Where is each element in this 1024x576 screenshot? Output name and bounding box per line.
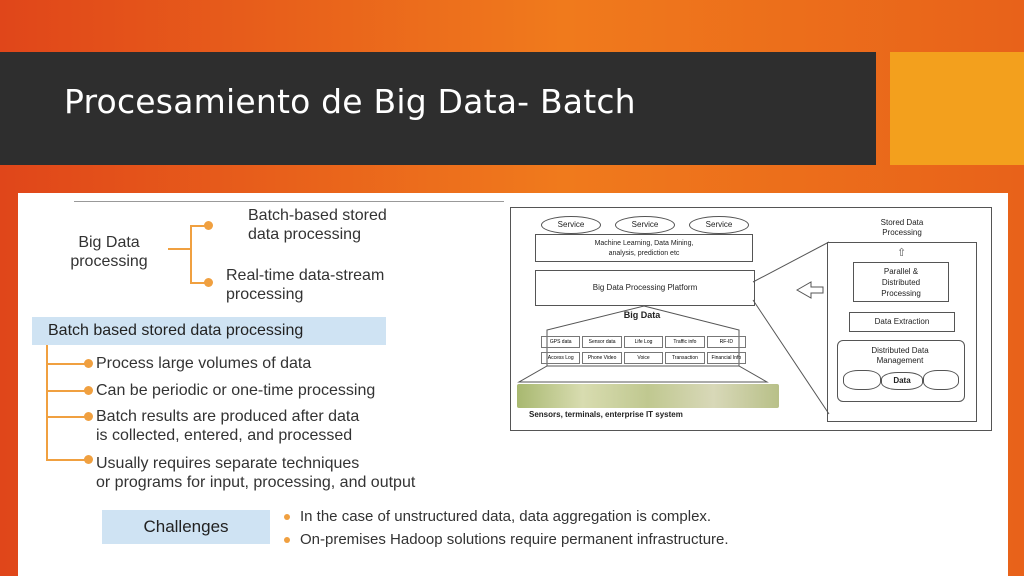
source-cell: Phone Video <box>582 352 622 364</box>
connector-lines <box>752 241 830 415</box>
tree-branch-batch: Batch-based stored data processing <box>248 207 387 243</box>
bullet-dot <box>84 455 93 464</box>
source-cell: Sensor data <box>582 336 622 348</box>
source-cell: RF-ID <box>706 336 747 348</box>
source-cell: Voice <box>623 352 664 364</box>
bullet-dot <box>84 359 93 368</box>
title-band: Procesamiento de Big Data- Batch <box>0 52 876 165</box>
data-label: Data <box>881 372 923 390</box>
tree-connector <box>168 248 190 250</box>
source-cell: Access Log <box>541 352 581 364</box>
bullet-trunk <box>46 345 48 459</box>
tree-trunk <box>190 225 192 283</box>
bigdata-label: Big Data <box>623 310 661 320</box>
bullet-connector <box>46 390 88 392</box>
challenges-label: Challenges <box>102 510 270 544</box>
extraction-box: Data Extraction <box>849 312 955 332</box>
data-cylinder <box>843 370 881 390</box>
source-cell: GPS data <box>541 336 581 348</box>
challenge-bullet <box>284 514 290 520</box>
architecture-diagram: Service Service Service Machine Learning… <box>510 207 992 431</box>
slide-title: Procesamiento de Big Data- Batch <box>64 82 636 121</box>
ml-box: Machine Learning, Data Mining, analysis,… <box>535 234 753 262</box>
bullet-item: Can be periodic or one-time processing <box>96 382 376 399</box>
parallel-box: Parallel & Distributed Processing <box>853 262 949 302</box>
service-oval: Service <box>615 216 675 234</box>
stored-panel <box>827 242 977 422</box>
bullet-connector <box>46 363 88 365</box>
sensors-caption: Sensors, terminals, enterprise IT system <box>529 410 683 419</box>
bullet-item: Process large volumes of data <box>96 355 312 372</box>
bullet-connector <box>46 459 88 461</box>
bullet-dot <box>84 386 93 395</box>
service-oval: Service <box>541 216 601 234</box>
sensors-strip <box>517 384 779 408</box>
source-cell: Financial Info <box>706 352 747 364</box>
source-grid: GPS data Sensor data Life Log Traffic in… <box>541 336 747 364</box>
distributed-box <box>837 340 965 402</box>
accent-block <box>890 52 1024 165</box>
challenge-item: In the case of unstructured data, data a… <box>300 508 712 525</box>
source-cell: Traffic info <box>665 336 705 348</box>
tree-node <box>204 278 213 287</box>
bullet-connector <box>46 416 88 418</box>
tree-connector <box>190 225 208 227</box>
source-cell: Transaction <box>665 352 705 364</box>
tree-connector <box>190 282 208 284</box>
tree-root: Big Data processing <box>70 234 148 270</box>
divider <box>74 201 504 202</box>
distributed-label: Distributed Data Management <box>871 346 929 365</box>
challenge-item: On-premises Hadoop solutions require per… <box>300 531 729 548</box>
batch-header: Batch based stored data processing <box>32 317 386 345</box>
service-oval: Service <box>689 216 749 234</box>
tree-branch-realtime: Real-time data-stream processing <box>226 267 385 303</box>
content-image: Big Data processing Batch-based stored d… <box>18 193 1008 576</box>
platform-box: Big Data Processing Platform <box>535 270 755 306</box>
bullet-item: Usually requires separate techniques or … <box>96 455 416 491</box>
challenge-bullet <box>284 537 290 543</box>
source-cell: Life Log <box>623 336 664 348</box>
up-arrow-icon: ⇧ <box>897 247 907 259</box>
stored-title: Stored Data Processing <box>880 218 924 237</box>
bullet-item: Batch results are produced after data is… <box>96 408 360 444</box>
tree-node <box>204 221 213 230</box>
bigdata-shape <box>517 305 769 383</box>
data-cylinder <box>923 370 959 390</box>
bullet-dot <box>84 412 93 421</box>
